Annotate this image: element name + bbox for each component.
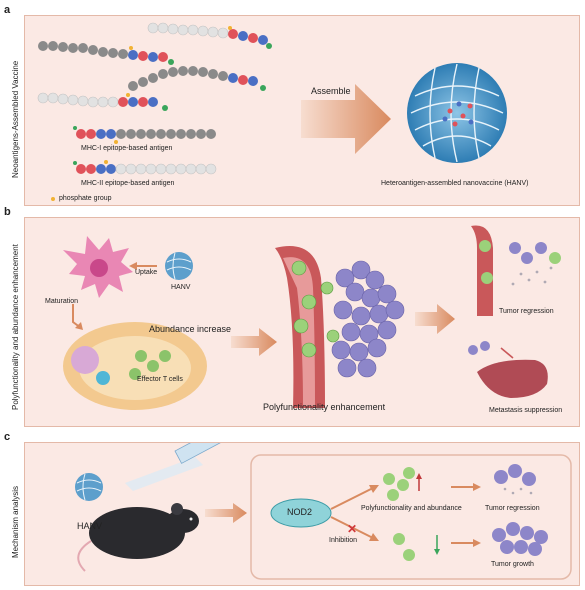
hanv-particle — [165, 252, 193, 280]
lymph-node — [63, 322, 207, 410]
maturation-label: Maturation — [45, 298, 79, 305]
tumor-regression-small — [494, 464, 536, 495]
panel-c-letter: c — [4, 431, 11, 443]
poly-branch-arrow — [330, 486, 376, 510]
panel-c: ✕ HANV NOD — [24, 442, 580, 586]
mhc1-legend-chain — [73, 126, 216, 144]
syringe-graphic — [125, 443, 223, 491]
assemble-label: Assemble — [311, 86, 351, 96]
hanv-label-c: HANV — [77, 521, 103, 531]
peptide-chain — [128, 66, 266, 91]
phosphate-label: phosphate group — [59, 195, 112, 202]
uptake-label: Uptake — [135, 269, 158, 276]
tumor-regression-graphic — [471, 225, 561, 316]
metastasis-label: Metastasis suppression — [489, 407, 563, 414]
abundance-arrow — [231, 328, 277, 356]
nod2-label: NOD2 — [287, 507, 313, 517]
mouse-graphic — [77, 503, 199, 572]
mhc1-label: MHC-I epitope-based antigen — [81, 145, 173, 152]
dendritic-cell — [63, 236, 133, 298]
progress-arrow — [415, 304, 455, 334]
phosphate-dot-legend — [51, 197, 55, 201]
abundance-label: Abundance increase — [149, 324, 232, 334]
nod2-node — [270, 498, 332, 528]
panel-a-graphics — [37, 22, 507, 201]
hanv-particle — [75, 473, 103, 501]
panel-a: MHC-I epitope-based antigen MHC-II epito… — [24, 15, 580, 206]
effector-label: Effector T cells — [137, 376, 183, 383]
inhibition-x-icon: ✕ — [347, 522, 357, 536]
panel-c-graphics: ✕ — [75, 443, 572, 580]
peptide-chain — [37, 92, 168, 111]
nanovaccine-label: Heteroantigen-assembled nanovaccine (HAN… — [381, 180, 529, 187]
hanv-label: HANV — [171, 284, 191, 291]
tumor-growth-label: Tumor growth — [491, 561, 534, 568]
liver-graphic — [468, 341, 548, 398]
peptide-chain — [38, 41, 174, 65]
panel-c-side-label: Mechanism analysis — [11, 485, 20, 558]
panel-b-graphics — [63, 225, 561, 410]
peptide-chain — [147, 22, 272, 49]
mhc2-label: MHC-II epitope-based antigen — [81, 180, 175, 187]
tumor-regression-label: Tumor regression — [499, 308, 554, 315]
panel-a-side-label: Neoantigens-Assembled Vaccine — [11, 60, 20, 178]
nanovaccine-particle — [407, 63, 507, 163]
tumor-growth-small — [492, 522, 548, 556]
to-nod2-arrow — [205, 503, 247, 523]
panel-b-side-label: Polyfunctionality and abundance enhancem… — [11, 244, 20, 410]
inhibition-branch-arrow — [330, 516, 376, 540]
assemble-arrow — [301, 84, 391, 154]
vessel-tumor — [275, 246, 405, 408]
panel-a-letter: a — [4, 4, 11, 16]
poly-abundance-label: Polyfunctionality and abundance — [361, 505, 462, 512]
polyfunctionality-label: Polyfunctionality enhancement — [263, 402, 386, 412]
panel-b: Uptake HANV Maturation Abundance increas… — [24, 217, 580, 427]
mechanism-box — [250, 454, 572, 580]
inhibition-label: Inhibition — [329, 537, 358, 544]
tumor-regression-label-c: Tumor regression — [485, 505, 540, 512]
t-cells-reduced — [393, 533, 440, 561]
mhc2-legend-chain — [73, 160, 217, 175]
panel-b-letter: b — [4, 206, 11, 218]
t-cells-enhanced — [383, 467, 422, 501]
